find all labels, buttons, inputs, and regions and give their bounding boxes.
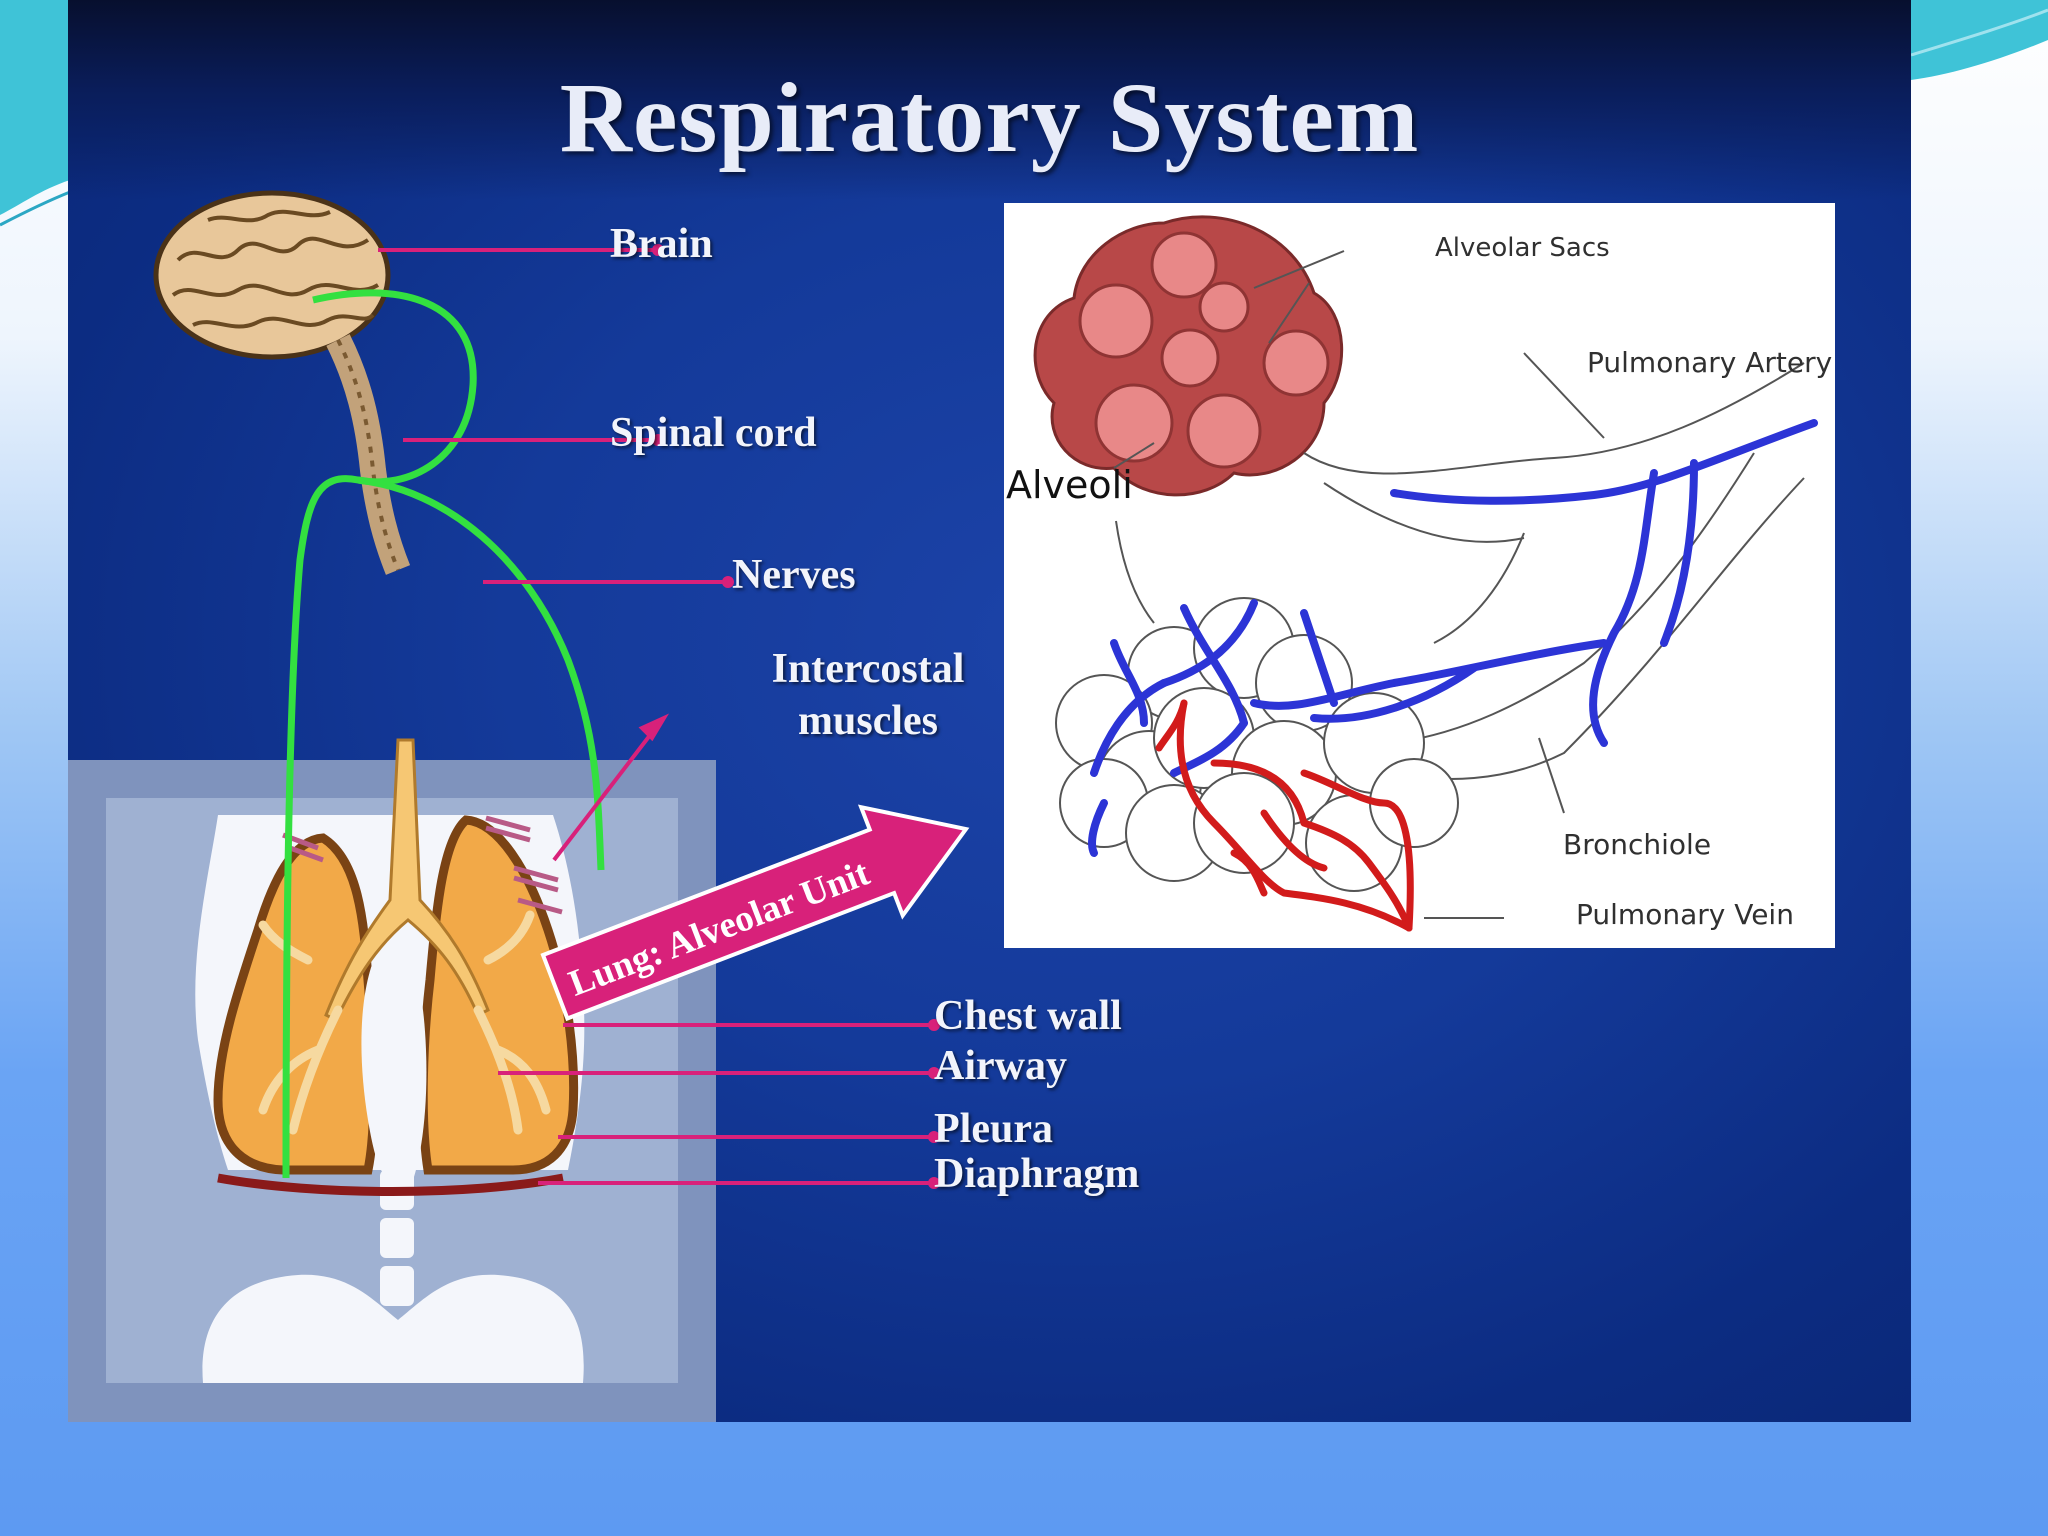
- brainstem: [326, 334, 411, 575]
- alveolar-drawing: [1033, 215, 1818, 932]
- top-left-swoosh: [0, 0, 70, 215]
- inset-label-alveoli: Alveoli: [1006, 463, 1133, 507]
- inset-label-alveolar-sacs: Alveolar Sacs: [1435, 233, 1610, 263]
- slide: Respiratory System: [68, 0, 1911, 1422]
- label-pleura: Pleura: [934, 1106, 1053, 1152]
- top-right-swoosh: [1911, 0, 2048, 80]
- outline-curves: [1113, 250, 1805, 919]
- label-spinal-cord: Spinal cord: [610, 410, 817, 456]
- top-right-swoosh-line: [1910, 8, 2048, 57]
- body-diagram: Lung: Alveolar Unit: [68, 190, 970, 1422]
- nerve-paths: [282, 289, 605, 1179]
- heart-gap: [361, 950, 427, 1180]
- slide-top-shade: [68, 0, 1911, 200]
- label-chest-wall: Chest wall: [934, 993, 1122, 1039]
- label-intercostal-line2: muscles: [798, 698, 938, 744]
- pulmonary-vein-vessels: [1155, 699, 1414, 932]
- label-intercostal-line1: Intercostal: [771, 646, 965, 692]
- label-pointers: [378, 244, 940, 1189]
- inset-label-bronchiole: Bronchiole: [1563, 828, 1712, 861]
- inset-label-pulmonary-artery: Pulmonary Artery: [1587, 346, 1833, 379]
- inset-label-pulmonary-vein: Pulmonary Vein: [1576, 898, 1794, 931]
- abdomen-shape: [202, 1274, 584, 1383]
- label-airway: Airway: [934, 1043, 1067, 1089]
- label-diaphragm: Diaphragm: [934, 1151, 1140, 1197]
- alveolar-unit-inset: Alveolar Sacs Pulmonary Artery Alveoli B…: [1004, 203, 1835, 948]
- label-brain: Brain: [610, 221, 713, 267]
- diaphragm: [217, 1173, 564, 1196]
- slide-title: Respiratory System: [559, 62, 1420, 173]
- top-left-swoosh-line: [0, 190, 71, 227]
- brain: [153, 190, 411, 575]
- alveolar-sacs: [1033, 215, 1344, 497]
- trachea: [324, 738, 490, 1023]
- label-nerves: Nerves: [732, 552, 856, 598]
- label-intercostal: Intercostal muscles: [668, 645, 1068, 745]
